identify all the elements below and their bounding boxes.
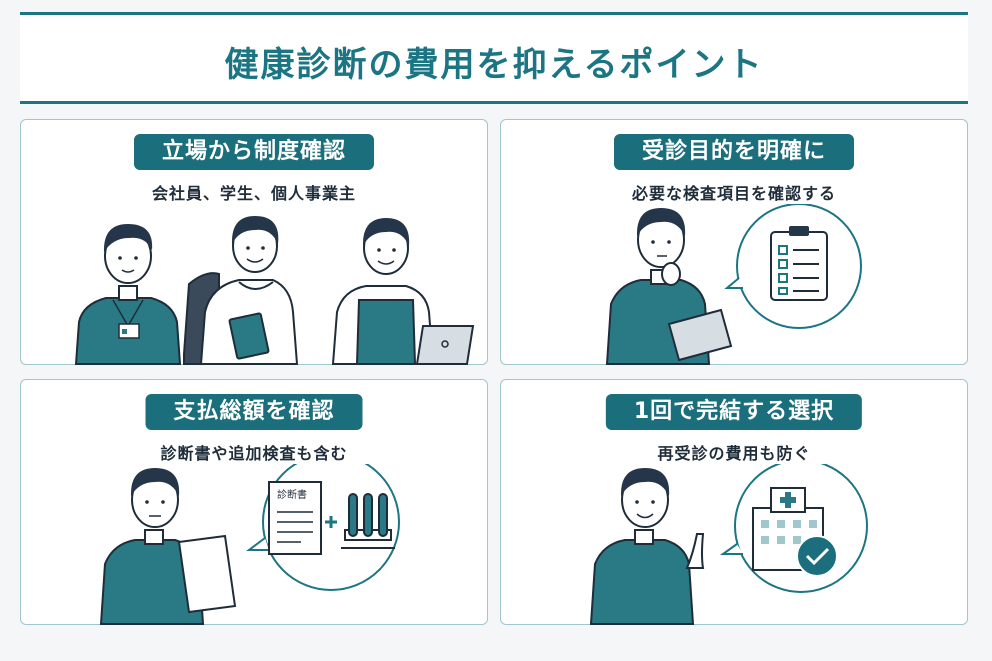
card-purpose-check: 受診目的を明確に 必要な検査項目を確認する — [500, 119, 968, 365]
card-heading: 1回で完結する選択 — [605, 394, 863, 430]
card-heading: 立場から制度確認 — [133, 134, 375, 170]
three-people-illustration — [74, 216, 475, 365]
office-worker-figure — [74, 224, 182, 365]
card-one-visit: 1回で完結する選択 再受診の費用も防ぐ — [500, 379, 968, 625]
card-subtitle: 会社員、学生、個人事業主 — [151, 184, 356, 203]
check-circle-icon — [796, 535, 838, 577]
reading-person-figure — [99, 468, 237, 625]
reading-person-illustration: 診断書 — [99, 464, 400, 625]
thinking-person-figure — [605, 208, 733, 365]
pointing-person-figure — [589, 468, 705, 625]
plus-icon — [325, 516, 337, 528]
student-figure — [183, 216, 299, 365]
title-banner: 健康診断の費用を抑えるポイント — [20, 12, 968, 104]
pointing-person-illustration — [589, 464, 868, 625]
thinking-person-illustration — [605, 204, 862, 365]
page-title: 健康診断の費用を抑えるポイント — [224, 45, 764, 85]
card-total-cost: 支払総額を確認 診断書や追加検査も含む 診断書 — [20, 379, 488, 625]
card-heading: 受診目的を明確に — [613, 134, 855, 170]
card-status-check: 立場から制度確認 会社員、学生、個人事業主 — [20, 119, 488, 365]
test-tube-rack-icon — [341, 493, 395, 549]
card-heading: 支払総額を確認 — [145, 394, 363, 430]
self-employed-figure — [331, 218, 475, 365]
card-subtitle: 診断書や追加検査も含む — [160, 444, 348, 463]
card-subtitle: 再受診の費用も防ぐ — [657, 444, 811, 463]
clipboard-checklist-icon — [770, 226, 828, 301]
card-subtitle: 必要な検査項目を確認する — [631, 184, 836, 203]
medical-certificate-icon: 診断書 — [268, 481, 322, 555]
certificate-label: 診断書 — [277, 488, 307, 501]
